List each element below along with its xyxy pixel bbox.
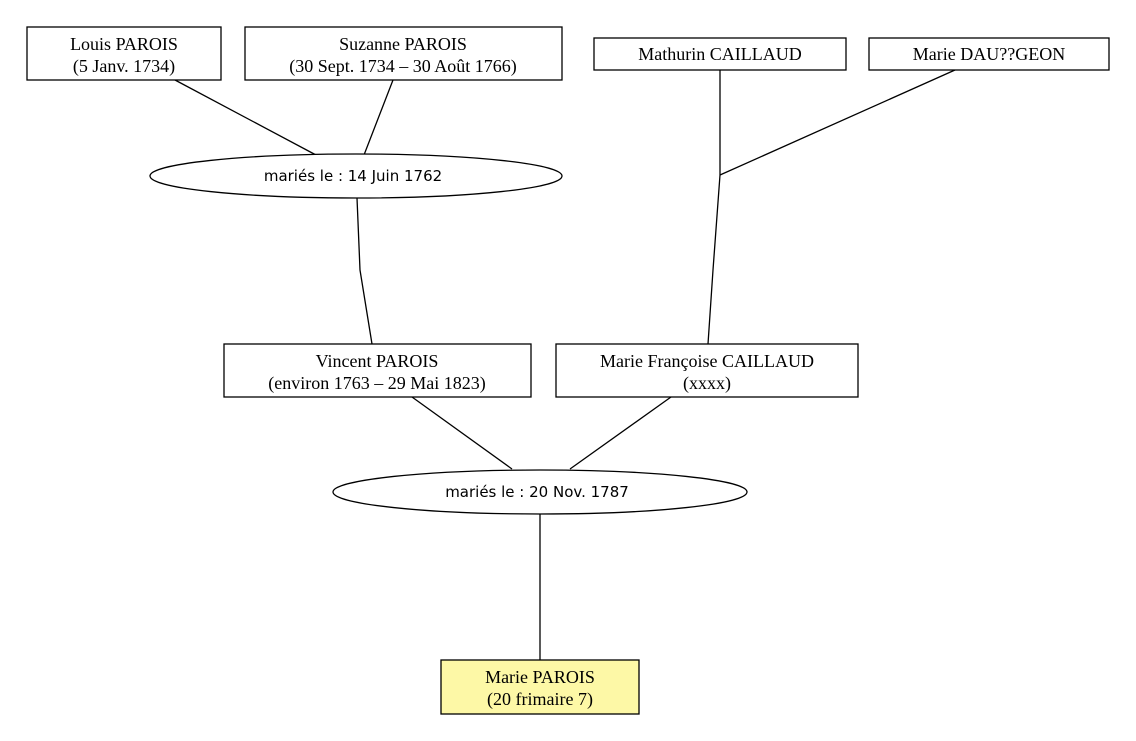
- person-louis-parois: Louis PAROIS (5 Janv. 1734): [26, 26, 222, 81]
- connector-mariefrancoise-marriage2: [569, 396, 672, 470]
- connector-suzanne-marriage1: [363, 79, 394, 156]
- connector-mariedau-junction: [719, 69, 956, 176]
- person-name: Marie Françoise CAILLAUD: [600, 351, 814, 371]
- person-name: Mathurin CAILLAUD: [638, 44, 801, 64]
- person-suzanne-parois: Suzanne PAROIS (30 Sept. 1734 – 30 Août …: [244, 26, 563, 81]
- person-name: Suzanne PAROIS: [339, 34, 467, 54]
- person-name: Vincent PAROIS: [316, 351, 439, 371]
- connector-louis-marriage1: [174, 79, 317, 156]
- marriage-label: mariés le : 20 Nov. 1787: [445, 483, 629, 501]
- person-dates: (30 Sept. 1734 – 30 Août 1766): [289, 56, 517, 77]
- connector-junction-mariefrancoise: [707, 174, 721, 345]
- person-dates: (20 frimaire 7): [487, 689, 593, 710]
- person-dates: (5 Janv. 1734): [73, 56, 175, 77]
- person-name: Marie DAU??GEON: [913, 44, 1065, 64]
- person-marie-parois: Marie PAROIS (20 frimaire 7): [440, 659, 640, 715]
- person-name: Louis PAROIS: [70, 34, 178, 54]
- marriage-1787: mariés le : 20 Nov. 1787: [332, 469, 748, 515]
- person-mathurin-caillaud: Mathurin CAILLAUD: [593, 37, 847, 71]
- marriage-1762: mariés le : 14 Juin 1762: [149, 153, 563, 199]
- person-dates: (xxxx): [683, 373, 731, 394]
- person-marie-francoise-caillaud: Marie Françoise CAILLAUD (xxxx): [555, 343, 859, 398]
- person-dates: (environ 1763 – 29 Mai 1823): [268, 373, 485, 394]
- connector-marriage1-vincent: [356, 197, 373, 345]
- person-marie-dau-geon: Marie DAU??GEON: [868, 37, 1110, 71]
- marriage-label: mariés le : 14 Juin 1762: [264, 167, 442, 185]
- connectors: [174, 69, 956, 660]
- connector-vincent-marriage2: [411, 396, 513, 470]
- person-name: Marie PAROIS: [485, 667, 595, 687]
- person-vincent-parois: Vincent PAROIS (environ 1763 – 29 Mai 18…: [223, 343, 532, 398]
